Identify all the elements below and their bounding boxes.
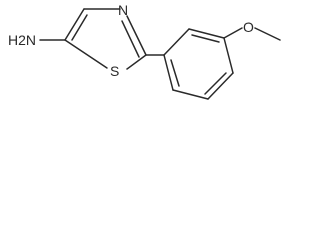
bond-phenyl-6-1 [163,54,174,91]
ether-oxygen-label: O [243,19,254,35]
bond-phenyl-2-3-double [191,34,220,43]
bond-phenyl-oxygen [223,27,243,39]
bond-n3-c2-double [121,20,140,58]
bond-s1-c5 [64,39,108,69]
structure-canvas: H2N N S O [8,2,281,100]
bond-oxygen-methyl [254,27,281,41]
thiazole-nitrogen-label: N [118,2,128,18]
bond-n3-c2 [126,15,147,56]
bond-phenyl-1-2 [163,28,190,56]
bond-phenyl-2-3 [188,28,225,39]
bond-group [39,8,281,100]
atom-label-group: H2N N S O [8,2,254,79]
bond-phenyl-5-6 [172,89,209,100]
bond-c2-s1 [126,54,147,70]
amine-label: H2N [8,32,36,48]
bond-phenyl-6-1-double [170,59,180,87]
thiazole-sulfur-label: S [110,63,119,79]
bond-phenyl-4-5-double [204,72,227,95]
chemical-structure-diagram: H2N N S O [8,2,281,100]
bond-phenyl-4-5 [207,72,234,100]
bond-phenyl-3-4 [223,37,234,74]
bond-c5-c4-double [71,14,88,41]
bond-c5-c4 [64,8,85,41]
